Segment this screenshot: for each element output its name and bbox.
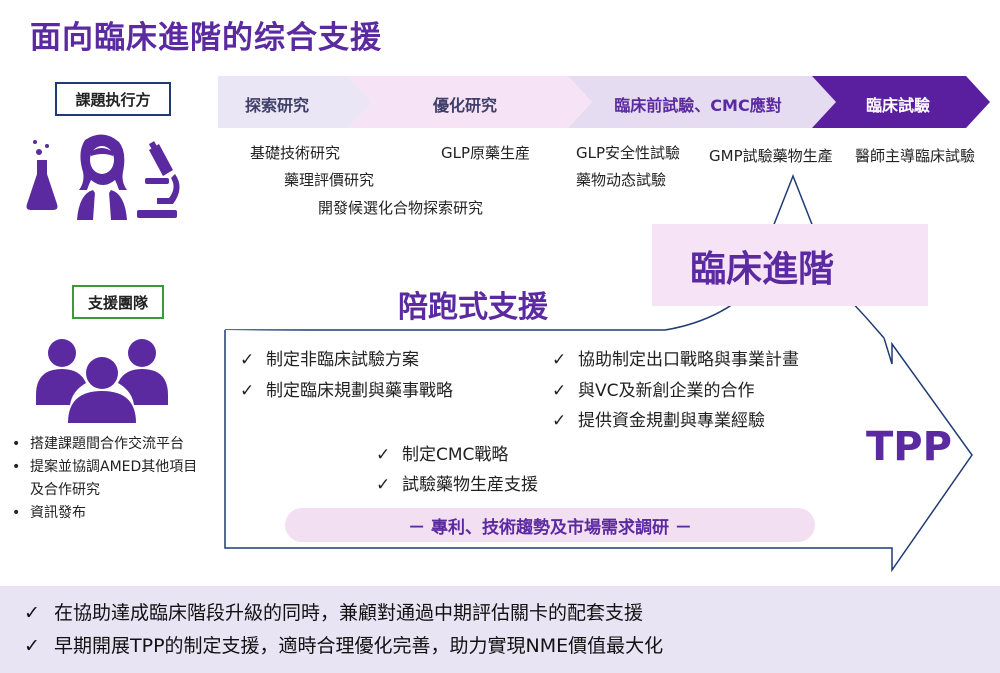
market-research-pill: － 專利、技術趨勢及市場需求調研 － xyxy=(285,508,815,542)
stage-chevron-optimization xyxy=(348,76,592,128)
team-icon xyxy=(36,339,168,423)
executor-label: 課題执行方 xyxy=(55,82,171,116)
support-team-label: 支援團隊 xyxy=(72,285,164,319)
accompany-support-heading: 陪跑式支援 xyxy=(398,290,548,325)
clinical-advance-box xyxy=(652,224,928,306)
stage-chevron-clinical xyxy=(812,76,990,128)
check-item-funding: ✓提供資金規劃與專業經驗 xyxy=(552,411,765,431)
activity-basic-tech: 基礎技術研究 xyxy=(250,144,341,162)
check-item-drug-production: ✓試驗藥物生産支援 xyxy=(376,475,538,495)
activity-candidate: 開發候選化合物探索研究 xyxy=(318,199,484,217)
check-item-cmc: ✓制定CMC戰略 xyxy=(376,445,509,465)
bullet-item: •搭建課題間合作交流平台 xyxy=(12,436,184,452)
activity-investigator-trial: 醫師主導臨床試驗 xyxy=(855,147,976,165)
activity-pharmacology: 藥理評價研究 xyxy=(284,171,375,189)
summary-line-2: ✓早期開展TPP的制定支援，適時合理優化完善，助力實現NME價值最大化 xyxy=(24,635,664,657)
bullet-item: •資訊發布 xyxy=(12,505,86,521)
activity-gmp: GMP試驗藥物生產 xyxy=(709,147,833,165)
check-icon: ✓ xyxy=(240,381,255,401)
check-icon: ✓ xyxy=(552,350,567,370)
check-icon: ✓ xyxy=(24,635,40,657)
stage-flow xyxy=(218,76,990,128)
stage-chevron-exploration xyxy=(218,76,372,128)
support-team-bullets: •搭建課題間合作交流平台 •提案並協調AMED其他項目 及合作研究 •資訊發布 xyxy=(12,433,197,525)
activity-glp-api: GLP原藥生産 xyxy=(441,144,531,162)
summary-line-1: ✓在協助達成臨床階段升級的同時，兼顧對通過中期評估關卡的配套支援 xyxy=(24,602,644,624)
check-item-clinical-strategy: ✓制定臨床規劃與藥事戰略 xyxy=(240,381,453,401)
researcher-icon xyxy=(26,134,180,220)
bullet-item-continued: 及合作研究 xyxy=(30,482,100,498)
stage-exploration: 探索研究 xyxy=(244,96,309,115)
check-item-nonclinical: ✓制定非臨床試驗方案 xyxy=(240,350,419,370)
check-icon: ✓ xyxy=(552,381,567,401)
page-title: 面向臨床進階的综合支援 xyxy=(30,20,382,56)
check-icon: ✓ xyxy=(376,445,391,465)
summary-banner xyxy=(0,586,1000,673)
check-icon: ✓ xyxy=(552,411,567,431)
check-item-vc: ✓與VC及新創企業的合作 xyxy=(552,381,755,401)
activity-glp-safety: GLP安全性試驗 xyxy=(576,144,681,162)
stage-preclinical: 臨床前試驗、CMC應對 xyxy=(614,96,782,115)
check-item-exit-strategy: ✓協助制定出口戰略與事業計畫 xyxy=(552,350,799,370)
check-icon: ✓ xyxy=(24,602,40,624)
check-icon: ✓ xyxy=(240,350,255,370)
activity-pk: 藥物动态試驗 xyxy=(576,171,667,189)
tpp-label: TPP xyxy=(866,424,952,470)
stage-clinical: 臨床試驗 xyxy=(865,96,930,115)
bullet-item: •提案並協調AMED其他項目 xyxy=(12,459,198,475)
check-icon: ✓ xyxy=(376,475,391,495)
clinical-advance-label: 臨床進階 xyxy=(690,249,835,290)
stage-optimization: 優化研究 xyxy=(432,96,497,115)
stage-chevron-preclinical xyxy=(568,76,836,128)
